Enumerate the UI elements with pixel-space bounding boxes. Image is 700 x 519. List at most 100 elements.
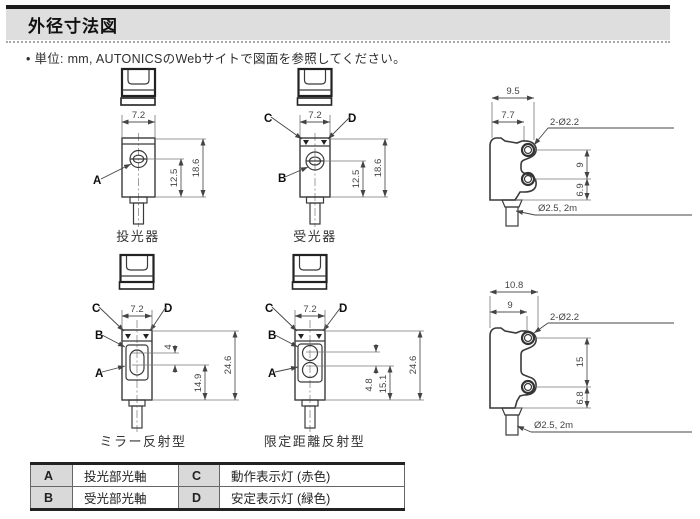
receiver-drawing: 7.2 C D B 12.5 — [264, 67, 388, 227]
legend-key-a: A — [30, 463, 73, 487]
limited-lens-lower-icon — [301, 361, 319, 379]
side-large-body — [489, 327, 537, 436]
limited-dim-total: 24.6 — [408, 356, 419, 375]
mirror-dim-axis: 14.9 — [193, 374, 204, 393]
emitter-dim-width: 7.2 — [132, 110, 145, 121]
limited-label-a: A — [268, 366, 299, 380]
limited-c-letter: C — [265, 303, 273, 315]
side-small-body — [489, 137, 537, 227]
limited-label-d: D — [322, 303, 347, 332]
mirror-total-dimension: 24.6 — [152, 330, 239, 400]
mirror-label-a: A — [95, 365, 126, 380]
limited-a-letter: A — [268, 368, 276, 380]
limited-total-dimension: 24.6 — [325, 330, 424, 400]
side-large-pitch-dimension: 15 — [535, 337, 591, 388]
side-small-hole-bottom-icon — [520, 171, 536, 187]
limited-axis-dimension: 15.1 — [325, 365, 424, 401]
side-small-holes-callout: 2-Ø2.2 — [533, 117, 674, 146]
emitter-caption: 投光器 — [116, 229, 160, 244]
limited-led-d-icon — [316, 334, 322, 339]
receiver-label-d: D — [327, 113, 356, 140]
receiver-b-letter: B — [278, 173, 286, 185]
section-header: 外径寸法図 — [6, 5, 670, 40]
side-large-dim-cable: Ø2.5, 2m — [534, 420, 573, 431]
emitter-axis-dimension: 12.5 — [147, 158, 206, 198]
side-small-dim-holes: 2-Ø2.2 — [550, 117, 579, 128]
side-large-cable — [505, 414, 519, 436]
side-large-hole-top-icon — [520, 330, 536, 346]
mirror-cable — [131, 405, 143, 429]
emitter-front-view — [121, 133, 156, 227]
mirror-dim-total: 24.6 — [223, 356, 234, 375]
side-small-front-dimension: 7.7 — [491, 110, 525, 142]
mirror-label-d: D — [149, 303, 172, 332]
mirror-dim-gap: 4 — [163, 344, 174, 349]
mirror-drawing: C D 7.2 B A — [92, 253, 239, 432]
side-small-hole-top-icon — [520, 142, 536, 158]
side-large-dim-pitch: 15 — [575, 357, 586, 368]
side-small-dim-cable: Ø2.5, 2m — [538, 203, 577, 214]
side-view-large-drawing: 10.8 9 2-Ø2.2 15 6.8 — [489, 280, 692, 436]
side-large-bottom-dimension: 6.8 — [515, 386, 591, 409]
mirror-width-dimension: 7.2 — [121, 304, 153, 329]
mirror-b-letter: B — [95, 330, 103, 342]
mirror-led-c-icon — [125, 334, 131, 339]
side-large-front-dimension: 9 — [489, 300, 528, 330]
mirror-c-letter: C — [92, 303, 100, 315]
legend-desc-b: 受光部光軸 — [72, 486, 179, 510]
receiver-total-dimension: 18.6 — [330, 138, 388, 197]
mirror-led-d-icon — [143, 334, 149, 339]
limited-width-dimension: 7.2 — [294, 304, 326, 329]
receiver-label-c: C — [264, 113, 303, 140]
legend-desc-c: 動作表示灯 (赤色) — [219, 463, 405, 487]
emitter-dim-total: 18.6 — [191, 159, 202, 178]
limited-label-c: C — [265, 303, 298, 332]
limited-dim-axis: 15.1 — [378, 375, 389, 394]
mirror-top-view — [118, 253, 155, 290]
mirror-axis-dimension: 14.9 — [152, 364, 239, 401]
emitter-total-dimension: 18.6 — [155, 138, 206, 197]
legend-table: A 投光部光軸 C 動作表示灯 (赤色) B 受光部光軸 D 安定表示灯 (緑色… — [30, 462, 405, 511]
limited-d-letter: D — [339, 303, 347, 315]
emitter-dim-axis: 12.5 — [169, 169, 180, 188]
limited-caption: 限定距離反射型 — [263, 434, 366, 449]
side-large-dim-bottom: 6.8 — [575, 391, 586, 404]
receiver-d-letter: D — [348, 113, 356, 125]
limited-dim-width: 7.2 — [303, 304, 316, 315]
receiver-caption: 受光器 — [293, 229, 337, 244]
receiver-cable — [309, 202, 321, 225]
receiver-dim-total: 18.6 — [373, 159, 384, 178]
side-small-dim-depth: 9.5 — [506, 86, 519, 97]
receiver-dim-width: 7.2 — [308, 110, 321, 121]
limited-cable — [304, 405, 316, 429]
mirror-gap-dimension: 4 — [132, 344, 209, 373]
mirror-label-b: B — [95, 330, 126, 348]
mirror-a-letter: A — [95, 368, 103, 380]
limited-dim-gap: 4.8 — [364, 378, 375, 391]
legend-key-b: B — [30, 486, 73, 510]
mirror-front-view — [121, 320, 153, 432]
side-large-dim-depth: 10.8 — [505, 280, 524, 291]
limited-label-b: B — [268, 330, 299, 348]
limited-led-c-icon — [298, 334, 304, 339]
side-small-bottom-dimension: 6.9 — [516, 178, 591, 201]
limited-front-view — [294, 320, 326, 432]
emitter-width-dimension: 7.2 — [121, 110, 156, 137]
side-large-cable-callout: Ø2.5, 2m — [516, 420, 692, 433]
side-large-holes-callout: 2-Ø2.2 — [533, 312, 674, 334]
legend-key-d: D — [178, 486, 220, 510]
legend-desc-d: 安定表示灯 (緑色) — [219, 486, 405, 510]
receiver-top-view — [296, 67, 333, 106]
mirror-d-letter: D — [164, 303, 172, 315]
receiver-led-d-icon — [321, 140, 327, 145]
mirror-dim-width: 7.2 — [130, 304, 143, 315]
receiver-front-view — [299, 133, 331, 227]
unit-note: • 単位: mm, AUTONICSのWebサイトで図面を参照してください。 — [26, 52, 406, 66]
receiver-axis-dimension: 12.5 — [324, 160, 388, 198]
limited-gap-dimension: 4.8 — [306, 344, 394, 392]
receiver-c-letter: C — [264, 113, 272, 125]
legend-key-c: C — [178, 463, 220, 487]
mirror-label-c: C — [92, 303, 125, 332]
legend-row-1: A 投光部光軸 C 動作表示灯 (赤色) — [30, 463, 405, 487]
